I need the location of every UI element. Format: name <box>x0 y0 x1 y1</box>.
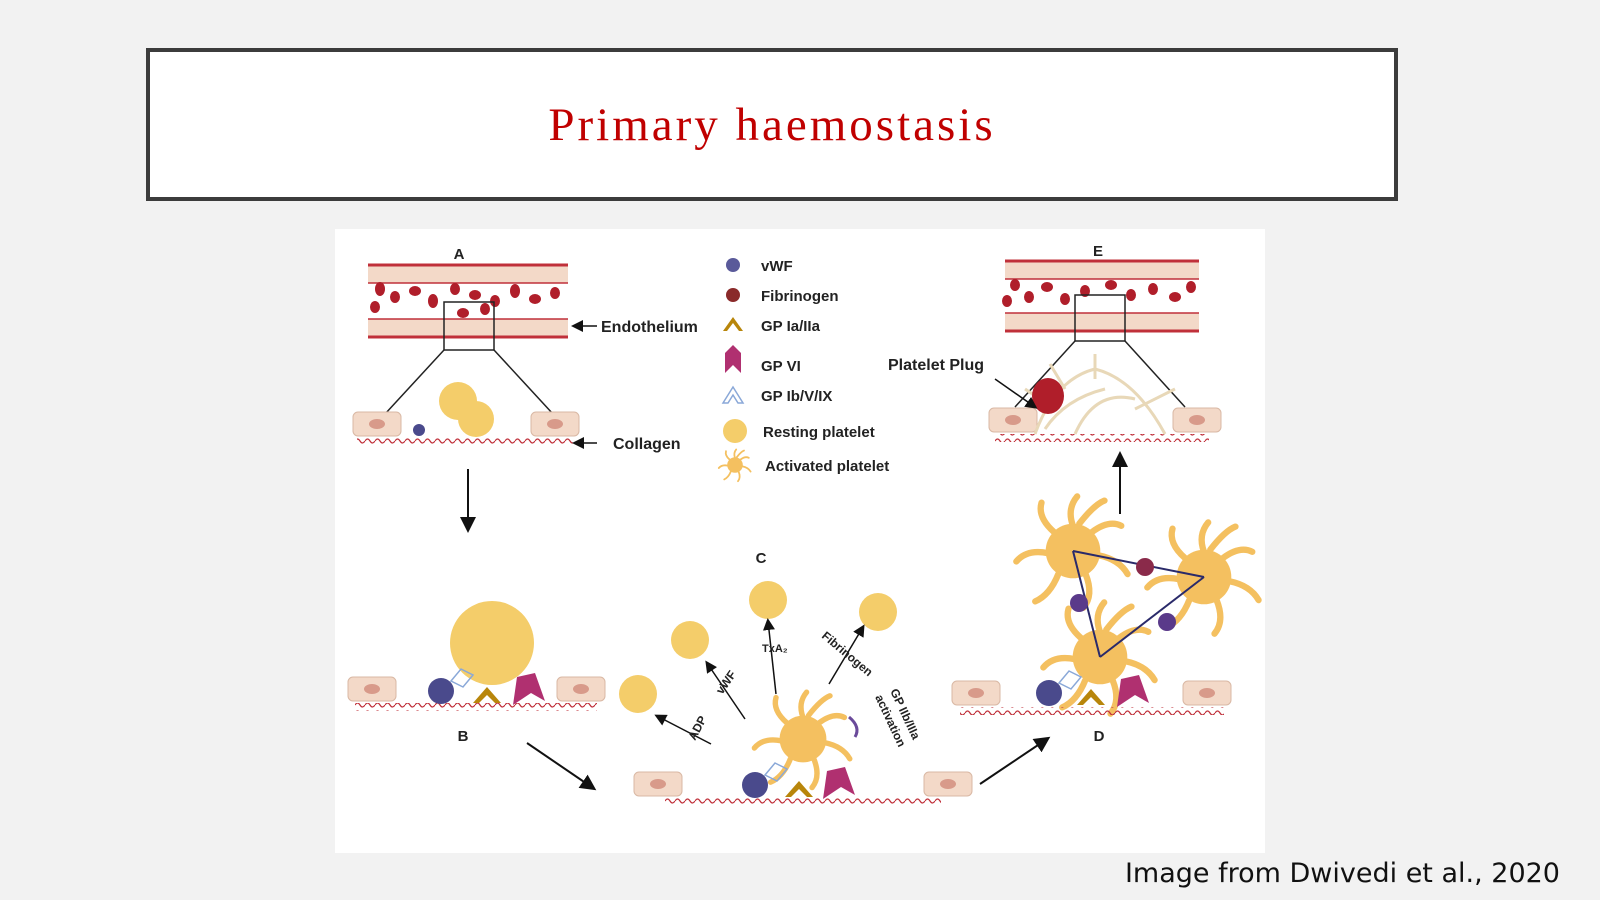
panel-b-label: B <box>458 728 469 745</box>
legend: vWF Fibrinogen GP Ia/IIa GP VI GP Ib/V/I… <box>717 258 889 483</box>
release-vwf: vWF <box>713 668 739 697</box>
panel-d-label: D <box>1094 728 1105 745</box>
release-txa2: TxA₂ <box>762 643 788 655</box>
gp-vi-arrow-icon <box>725 345 741 373</box>
fibrinogen-dot-icon <box>726 288 740 302</box>
gp-ia-iia-chevron-icon <box>723 317 743 331</box>
legend-activated-platelet: Activated platelet <box>765 458 889 475</box>
panel-e-label: E <box>1093 243 1103 260</box>
panel-a: A Endothelium Coll <box>352 246 698 533</box>
legend-vwf: vWF <box>761 258 793 275</box>
panel-c: C ADP vWF TxA₂ Fibrinogen GP IIb/IIIa ac… <box>619 550 1051 806</box>
legend-fibrinogen: Fibrinogen <box>761 288 839 305</box>
title-box: Primary haemostasis <box>146 48 1398 201</box>
panel-d: D <box>951 496 1259 745</box>
red-blood-cells <box>370 282 560 318</box>
slide-title: Primary haemostasis <box>548 98 996 151</box>
release-fibrinogen: Fibrinogen <box>819 629 875 680</box>
legend-gp-ib-v-ix: GP Ib/V/IX <box>761 388 832 405</box>
platelet-plug-label: Platelet Plug <box>888 357 984 374</box>
legend-gp-ia-iia: GP Ia/IIa <box>761 318 821 335</box>
panel-a-label: A <box>454 246 465 263</box>
endothelium-label: Endothelium <box>601 319 698 336</box>
panel-e: E Platelet Plug <box>888 243 1222 514</box>
legend-gp-vi: GP VI <box>761 358 801 375</box>
release-adp: ADP <box>685 713 709 742</box>
legend-resting-platelet: Resting platelet <box>763 424 875 441</box>
activated-platelet-icon <box>717 448 752 483</box>
collagen-label: Collagen <box>613 436 681 453</box>
haemostasis-figure: A Endothelium Coll <box>335 229 1265 853</box>
gp-ib-v-ix-chevron-icon <box>721 385 745 404</box>
image-credit: Image from Dwivedi et al., 2020 <box>1124 858 1560 889</box>
vwf-dot-icon <box>726 258 740 272</box>
panel-c-label: C <box>756 550 767 567</box>
resting-platelet-icon <box>723 419 747 443</box>
panel-b: B <box>347 601 606 791</box>
